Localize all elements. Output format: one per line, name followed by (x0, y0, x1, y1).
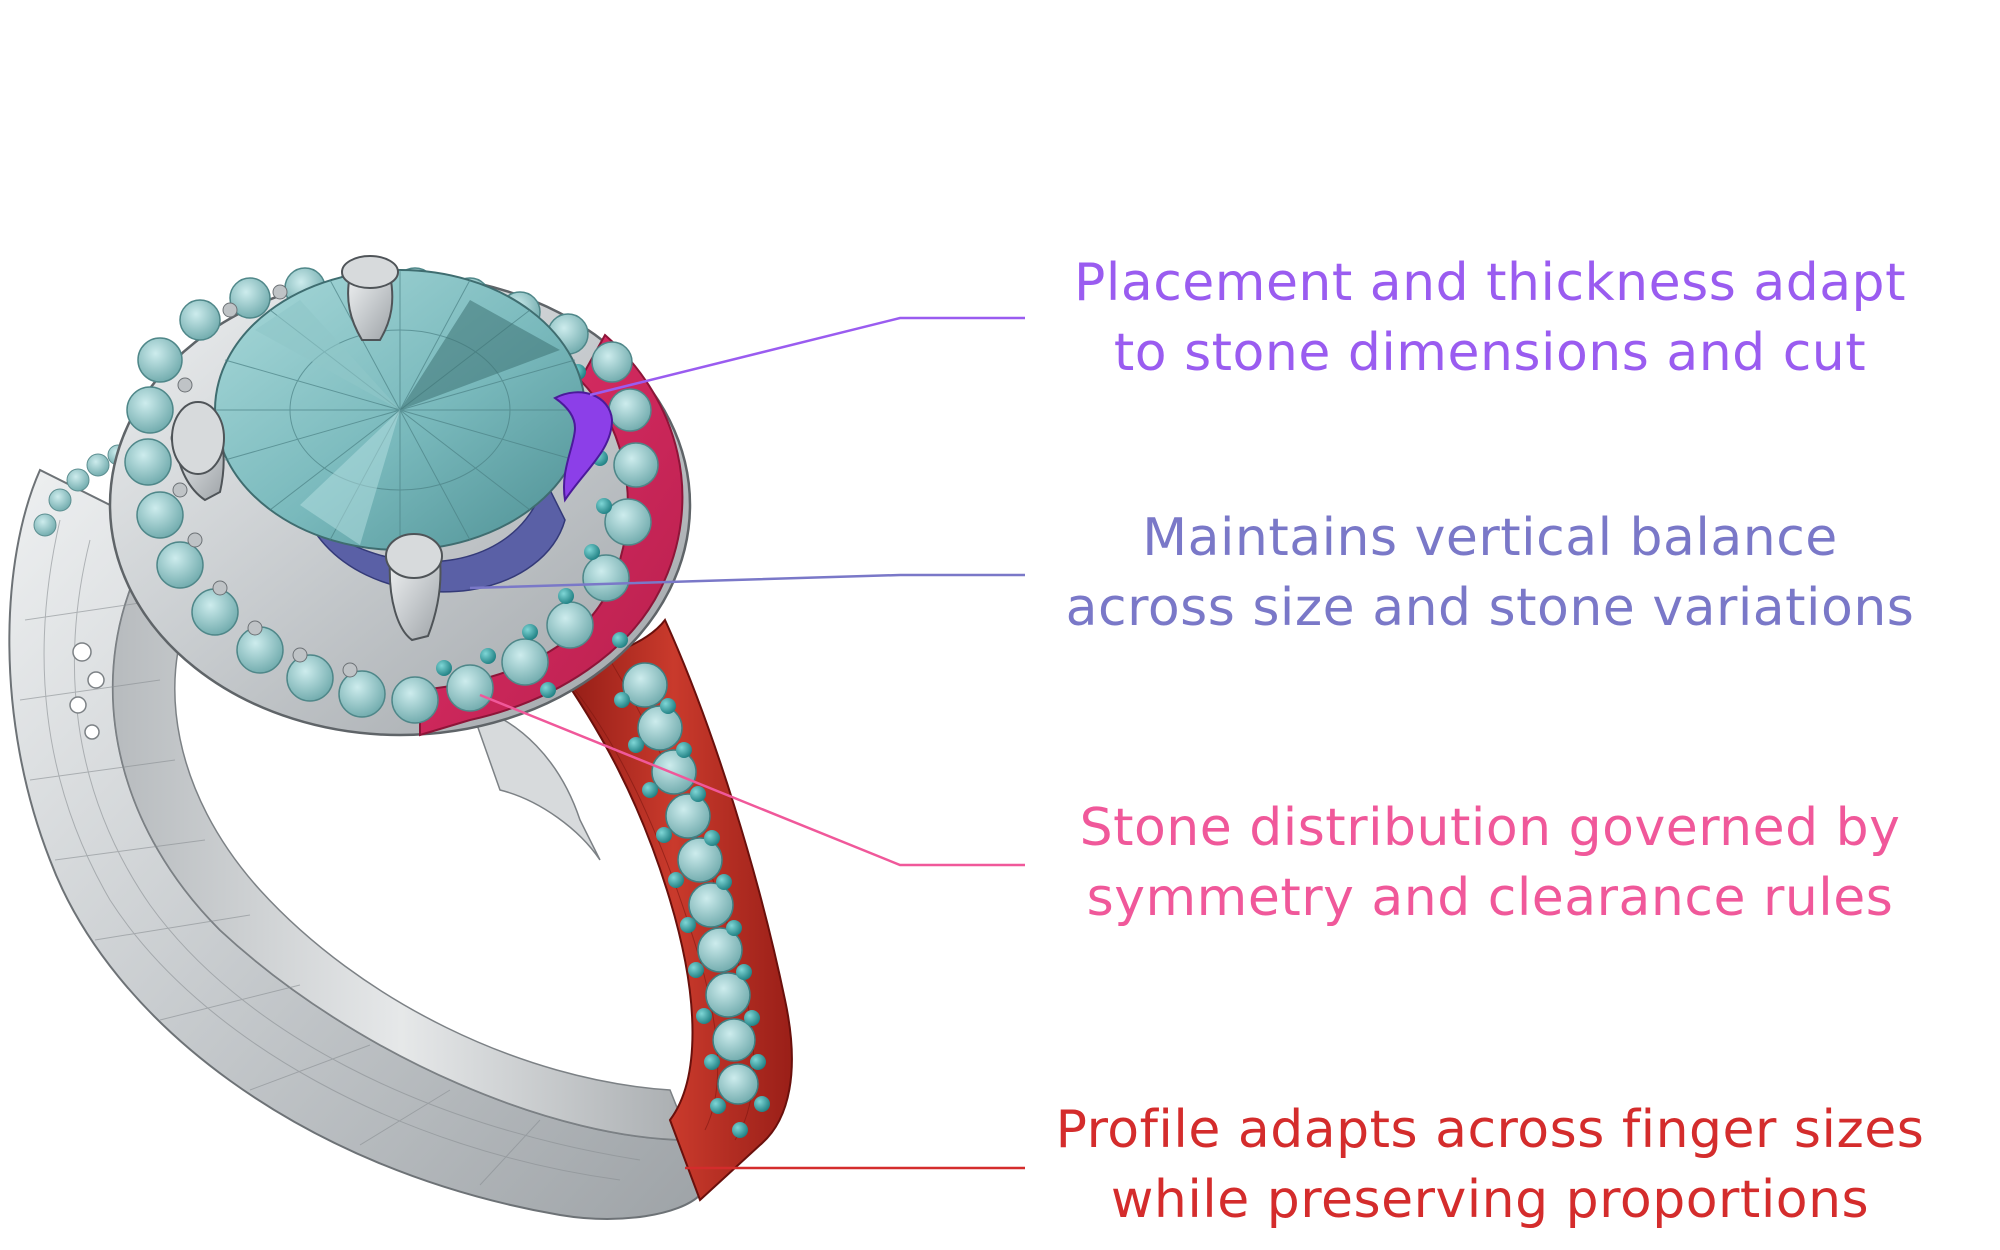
leader-line-distribution (479, 693, 1025, 867)
shank-profile-region (553, 618, 793, 1202)
center-stone (214, 269, 586, 551)
gallery-bridge (468, 703, 601, 861)
callout-profile-line2: while preserving proportions (1110, 1170, 1870, 1230)
callout-distribution-line2: symmetry and clearance rules (1086, 868, 1894, 928)
highlighted-prong (553, 391, 614, 503)
leader-line-balance (469, 573, 1025, 590)
prongs (171, 255, 614, 642)
callout-balance-line2: across size and stone variations (1065, 578, 1915, 638)
callout-shank-profile: Profile adapts across finger sizes while… (1000, 1095, 1980, 1235)
callout-vertical-balance: Maintains vertical balance across size a… (1000, 503, 1980, 643)
callout-prong-placement: Placement and thickness adapt to stone d… (1000, 248, 1980, 388)
callout-prong-line1: Placement and thickness adapt (1074, 253, 1906, 313)
gallery-basket (299, 477, 566, 593)
callout-distribution-line1: Stone distribution governed by (1079, 798, 1901, 858)
callout-prong-line2: to stone dimensions and cut (1113, 323, 1867, 383)
callout-stone-distribution: Stone distribution governed by symmetry … (1000, 793, 1980, 933)
callout-balance-line1: Maintains vertical balance (1142, 508, 1838, 568)
callout-profile-line1: Profile adapts across finger sizes (1055, 1100, 1925, 1160)
leader-line-prong (589, 316, 1025, 397)
leader-lines (469, 316, 1025, 1170)
